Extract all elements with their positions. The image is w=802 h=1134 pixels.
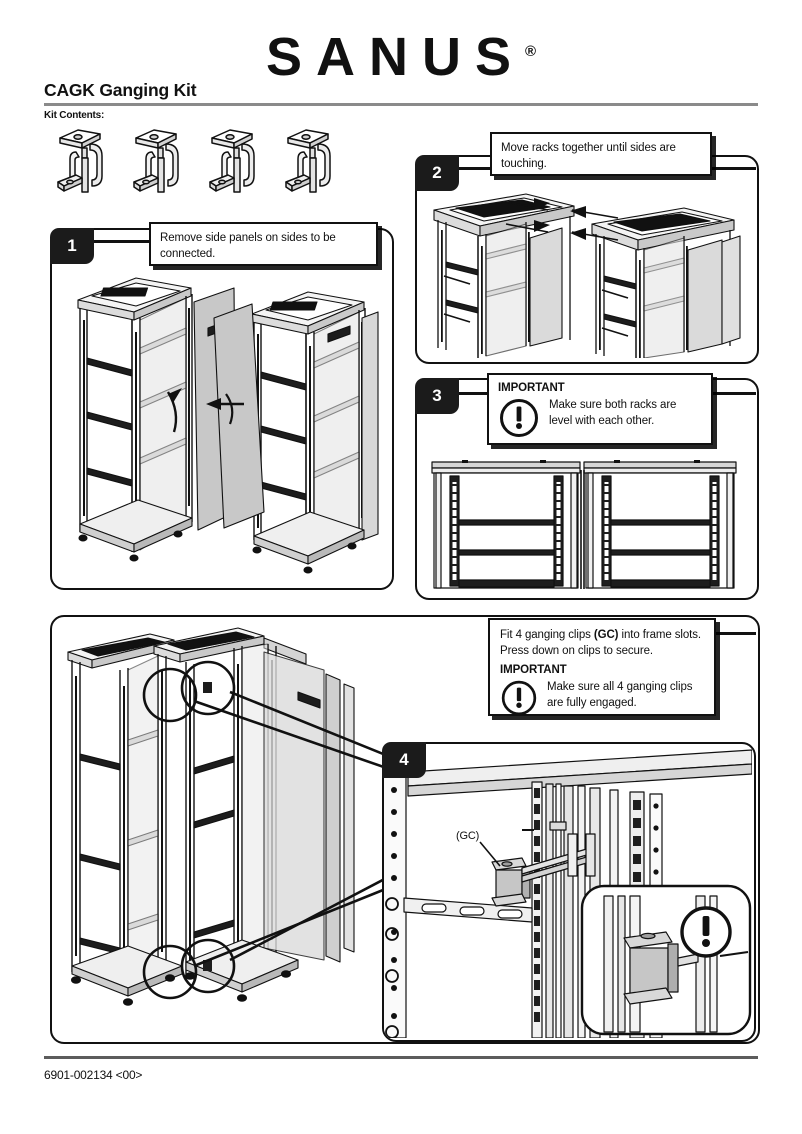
list-item [280,122,354,200]
clip-location-circle [142,944,198,1000]
list-item [52,122,126,200]
ganging-clip-icon [285,129,331,193]
step-4-callout-connector [714,632,756,635]
step-1-text: Remove side panels on sides to be connec… [160,232,336,260]
step-3-callout-connector-right [712,392,756,395]
document-code: 6901-002134 <00> [44,1068,143,1082]
gc-leader-line [479,841,501,867]
step-4-text-before: Fit 4 ganging clips [500,629,594,641]
clip-location-circle [180,938,236,994]
step-2-number: 2 [432,163,442,182]
warning-exclamation-icon [680,906,732,958]
ganging-clip-icon [209,129,255,193]
step-3-illustration [431,460,737,589]
step-4-detail-illustration [384,749,752,1038]
step-4-number: 4 [399,750,409,769]
page-title: CAGK Ganging Kit [44,80,197,100]
step-2-text: Move racks together until sides are touc… [501,142,676,170]
ganging-clip-icon [57,129,103,193]
step-4-badge: 4 [382,742,426,778]
title-divider [44,103,758,106]
step-3-number: 3 [432,386,442,405]
step-1-callout-connector [94,240,152,243]
step-4-text: Fit 4 ganging clips (GC) into frame slot… [500,628,704,659]
ganging-clip-icon [133,129,179,193]
step-2-callout-connector-right [710,167,756,170]
footer-divider [44,1056,758,1059]
step-4-text-gc: (GC) [593,629,619,641]
detail-leader-line [229,690,398,762]
warning-exclamation-icon [501,680,537,716]
list-item [204,122,278,200]
step-3-badge: 3 [415,378,459,414]
clip-location-circle [180,660,236,716]
important-label: IMPORTANT [500,664,567,677]
registered-trademark-icon: ® [524,43,537,60]
detail-leader-line [193,699,398,774]
step-4-callout: Fit 4 ganging clips (GC) into frame slot… [488,618,716,716]
step-3-callout-connector [459,392,489,395]
step-2-callout: Move racks together until sides are touc… [490,132,712,176]
warning-exclamation-icon [500,399,538,437]
step-4-detail-panel: (GC) [382,742,756,1042]
step-2-illustration [433,193,741,358]
clip-location-circle [142,667,198,723]
ganging-clip-detail [491,857,531,907]
important-label: IMPORTANT [498,382,565,394]
brand-logo: SANUS® [0,30,802,84]
step-4-illustration [67,627,398,1006]
brand-wordmark: SANUS [265,27,525,87]
step-1-callout: Remove side panels on sides to be connec… [149,222,378,266]
kit-contents-list [52,122,382,200]
step-1-badge: 1 [50,228,94,264]
kit-contents-label: Kit Contents: [44,110,105,121]
step-4-text-after: into frame slots. Press down on clips to… [500,629,701,657]
step-1-number: 1 [67,236,77,255]
step-2-badge: 2 [415,155,459,191]
step-2-callout-connector [459,167,493,170]
step-1-illustration [77,277,379,574]
step-3-callout: IMPORTANT Make sure both racks are level… [487,373,713,445]
list-item [128,122,202,200]
step-4-important-text: Make sure all 4 ganging clips are fully … [547,681,693,709]
gc-label: (GC) [456,830,480,842]
step-3-important-text: Make sure both racks are level with each… [549,399,677,427]
detail-leader-line [229,870,398,962]
step-4-subdetail-illustration [580,884,752,1036]
